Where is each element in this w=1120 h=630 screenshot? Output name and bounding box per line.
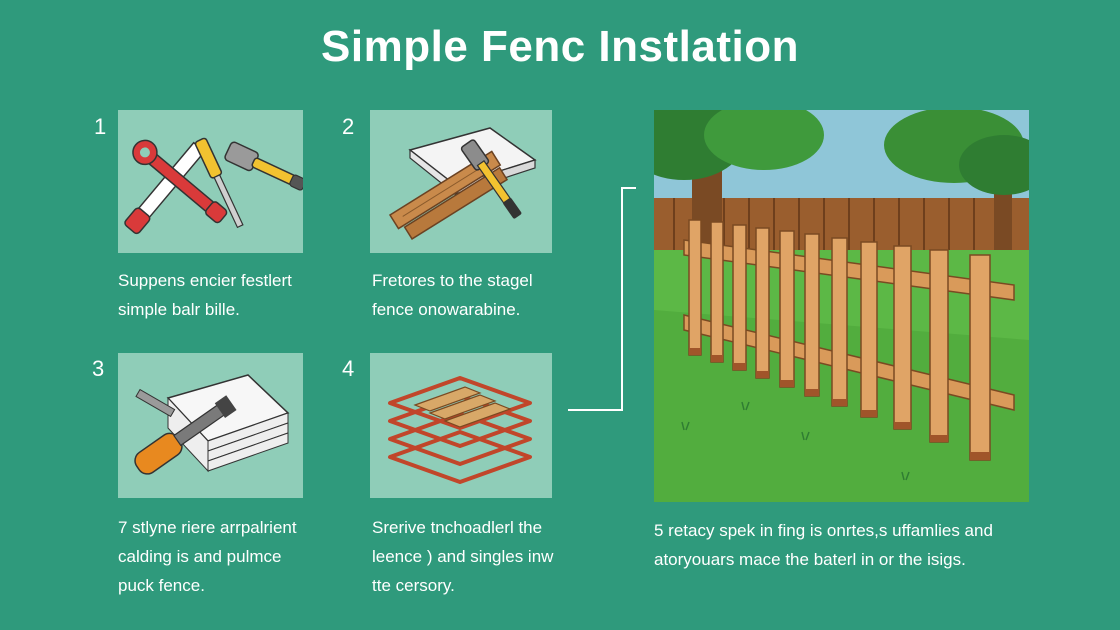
step-3-caption-line: 7 stlyne riere arrpalrient <box>118 518 297 537</box>
saw-stack-icon <box>134 374 290 475</box>
step-5-caption-line: 5 retacy spek in fing is onrtes,s uffaml… <box>654 521 993 540</box>
step-1-caption-line: simple balr bille. <box>118 300 240 319</box>
step-2-caption: Fretores to the stagel fence onowarabine… <box>372 266 533 324</box>
step-4-panel <box>370 353 552 498</box>
step-3-caption: 7 stlyne riere arrpalrient calding is an… <box>118 513 297 600</box>
tools-icon <box>124 137 303 235</box>
step-5-caption-line: atoryouars mace the baterl in or the isi… <box>654 550 966 569</box>
lumber-stack-icon <box>388 376 532 484</box>
step-2-caption-line: Fretores to the stagel <box>372 271 533 290</box>
step-5-caption: 5 retacy spek in fing is onrtes,s uffaml… <box>654 516 993 574</box>
step-4-caption-line: Srerive tnchoadlerl the <box>372 518 543 537</box>
step-4-caption: Srerive tnchoadlerl the leence ) and sin… <box>372 513 553 600</box>
page-title: Simple Fenc Instlation <box>321 22 799 71</box>
step-1-caption: Suppens encier festlert simple balr bill… <box>118 266 292 324</box>
step-1-panel <box>118 110 303 253</box>
step-2-panel <box>370 110 552 253</box>
step-3-panel <box>118 353 303 498</box>
step-1-number: 1 <box>94 114 107 139</box>
step-4-caption-line: tte cersory. <box>372 576 455 595</box>
step-4-caption-line: leence ) and singles inw <box>372 547 554 566</box>
step-1-caption-line: Suppens encier festlert <box>118 271 292 290</box>
step-2-caption-line: fence onowarabine. <box>372 300 521 319</box>
step-5-illustration <box>654 110 1029 502</box>
connector-line <box>568 187 636 411</box>
fence-scene-illustration <box>654 110 1029 502</box>
step-4-number: 4 <box>342 356 355 381</box>
hammer-board-icon <box>388 127 537 240</box>
step-2-number: 2 <box>342 114 355 139</box>
step-3-caption-line: calding is and pulmce <box>118 547 282 566</box>
step-3-number: 3 <box>92 356 105 381</box>
step-3-caption-line: puck fence. <box>118 576 205 595</box>
